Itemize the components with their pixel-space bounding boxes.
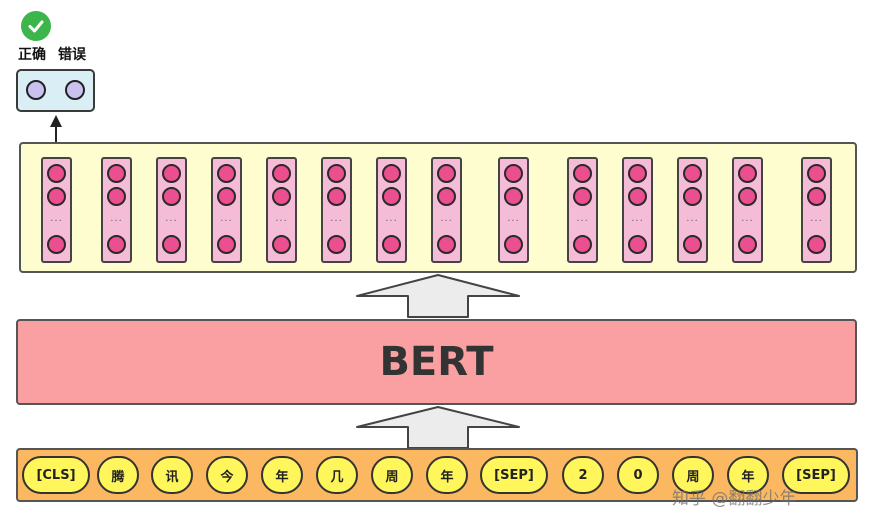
input-token: [SEP] — [480, 456, 548, 494]
ellipsis: ··· — [631, 216, 644, 227]
bert-block: BERT — [16, 319, 857, 405]
hidden-unit — [738, 164, 757, 183]
ellipsis: ··· — [385, 216, 398, 227]
hidden-vector: ··· — [732, 157, 763, 263]
ellipsis: ··· — [330, 216, 343, 227]
watermark: 知乎 @翻翻少年 — [672, 489, 797, 509]
hidden-unit — [327, 235, 346, 254]
hidden-unit — [217, 164, 236, 183]
input-token: 2 — [562, 456, 604, 494]
input-token: 几 — [316, 456, 358, 494]
hidden-unit — [683, 164, 702, 183]
output-unit-wrong — [65, 80, 85, 100]
hidden-unit — [504, 164, 523, 183]
input-token: 年 — [426, 456, 468, 494]
ellipsis: ··· — [576, 216, 589, 227]
hidden-unit — [573, 164, 592, 183]
input-token: 周 — [672, 456, 714, 494]
hidden-unit — [327, 187, 346, 206]
hidden-unit — [162, 187, 181, 206]
hidden-unit — [807, 164, 826, 183]
hidden-unit — [628, 235, 647, 254]
hidden-unit — [327, 164, 346, 183]
hidden-vector: ··· — [321, 157, 352, 263]
input-token: 腾 — [97, 456, 139, 494]
hidden-unit — [437, 164, 456, 183]
bert-to-hidden-arrow — [356, 274, 520, 318]
hidden-unit — [738, 187, 757, 206]
hidden-vector: ··· — [41, 157, 72, 263]
hidden-unit — [807, 235, 826, 254]
ellipsis: ··· — [440, 216, 453, 227]
hidden-unit — [573, 187, 592, 206]
hidden-unit — [437, 187, 456, 206]
hidden-unit — [162, 164, 181, 183]
check-circle-icon — [21, 11, 51, 41]
hidden-unit — [382, 187, 401, 206]
ellipsis: ··· — [507, 216, 520, 227]
hidden-unit — [683, 235, 702, 254]
hidden-unit — [573, 235, 592, 254]
hidden-unit — [272, 187, 291, 206]
hidden-unit — [272, 164, 291, 183]
ellipsis: ··· — [810, 216, 823, 227]
input-token: 年 — [727, 456, 769, 494]
hidden-unit — [107, 164, 126, 183]
hidden-vector: ··· — [567, 157, 598, 263]
hidden-vector: ··· — [622, 157, 653, 263]
tokens-to-bert-arrow — [356, 406, 520, 449]
hidden-vector: ··· — [498, 157, 529, 263]
hidden-unit — [217, 187, 236, 206]
hidden-unit — [382, 235, 401, 254]
hidden-unit — [107, 187, 126, 206]
input-token: 讯 — [151, 456, 193, 494]
ellipsis: ··· — [275, 216, 288, 227]
hidden-vector: ··· — [677, 157, 708, 263]
ellipsis: ··· — [165, 216, 178, 227]
hidden-unit — [504, 187, 523, 206]
ellipsis: ··· — [741, 216, 754, 227]
hidden-unit — [683, 187, 702, 206]
hidden-unit — [162, 235, 181, 254]
hidden-unit — [437, 235, 456, 254]
hidden-vector: ··· — [376, 157, 407, 263]
hidden-unit — [47, 164, 66, 183]
hidden-unit — [107, 235, 126, 254]
hidden-vector: ··· — [101, 157, 132, 263]
ellipsis: ··· — [50, 216, 63, 227]
cls-to-output-arrowhead — [50, 115, 62, 127]
label-correct: 正确 — [18, 47, 46, 63]
ellipsis: ··· — [110, 216, 123, 227]
hidden-vector: ··· — [156, 157, 187, 263]
hidden-vector: ··· — [801, 157, 832, 263]
output-unit-correct — [26, 80, 46, 100]
hidden-unit — [807, 187, 826, 206]
hidden-unit — [628, 164, 647, 183]
hidden-unit — [272, 235, 291, 254]
input-token: 0 — [617, 456, 659, 494]
input-token: 年 — [261, 456, 303, 494]
hidden-unit — [504, 235, 523, 254]
hidden-unit — [738, 235, 757, 254]
hidden-unit — [47, 235, 66, 254]
input-token: [CLS] — [22, 456, 90, 494]
hidden-unit — [47, 187, 66, 206]
hidden-vector: ··· — [431, 157, 462, 263]
bert-label: BERT — [379, 339, 494, 385]
hidden-vector: ··· — [266, 157, 297, 263]
ellipsis: ··· — [220, 216, 233, 227]
input-token: 周 — [371, 456, 413, 494]
hidden-vector: ··· — [211, 157, 242, 263]
input-token: 今 — [206, 456, 248, 494]
hidden-unit — [628, 187, 647, 206]
ellipsis: ··· — [686, 216, 699, 227]
hidden-unit — [382, 164, 401, 183]
label-wrong: 错误 — [58, 47, 86, 63]
input-token: [SEP] — [782, 456, 850, 494]
hidden-unit — [217, 235, 236, 254]
